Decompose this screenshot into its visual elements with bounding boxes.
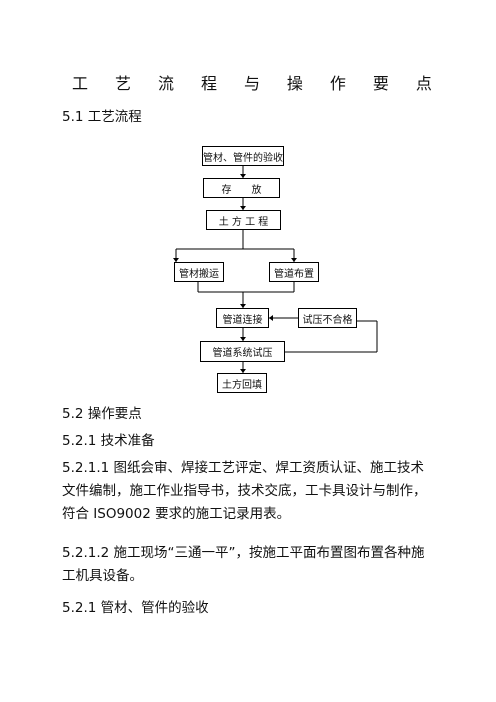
title-char: 要 <box>372 74 389 93</box>
title-char: 流 <box>157 74 174 93</box>
flow-box-backfill: 土方回填 <box>217 373 267 393</box>
paragraph-5-2-1-1: 5.2.1.1 图纸会审、焊接工艺评定、焊工资质认证、施工技术文件编制，施工作业… <box>62 460 427 522</box>
flow-box-pipe-connection: 管道连接 <box>216 308 269 328</box>
title-char: 与 <box>243 74 260 93</box>
title-char: 点 <box>415 74 432 93</box>
flow-box-test-failed: 试压不合格 <box>298 308 357 328</box>
flow-box-pipe-layout: 管道布置 <box>269 262 319 282</box>
flow-box-storage: 存 放 <box>203 178 280 198</box>
title-char: 操 <box>286 74 303 93</box>
flow-box-inspection: 管材、管件的验收 <box>202 146 284 166</box>
title-char: 程 <box>200 74 217 93</box>
title-char: 艺 <box>114 74 131 93</box>
section-heading-5-2-1: 5.2.1 技术准备 <box>62 433 155 449</box>
document-title: 工 艺 流 程 与 操 作 要 点 <box>72 70 432 94</box>
title-char: 作 <box>329 74 346 93</box>
flow-box-earthwork: 土 方 工 程 <box>206 210 281 230</box>
paragraph-5-2-1-2: 5.2.1.2 施工现场“三通一平”，按施工平面布置图布置各种施工机具设备。 <box>62 545 425 584</box>
section-heading-5-2-1-inspection: 5.2.1 管材、管件的验收 <box>62 600 209 616</box>
flow-box-pipe-handling: 管材搬运 <box>174 262 224 282</box>
title-char: 工 <box>72 74 89 93</box>
section-heading-5-2: 5.2 操作要点 <box>62 406 142 422</box>
section-heading-5-1: 5.1 工艺流程 <box>62 109 142 125</box>
flow-box-system-pressure-test: 管道系统试压 <box>200 341 285 362</box>
